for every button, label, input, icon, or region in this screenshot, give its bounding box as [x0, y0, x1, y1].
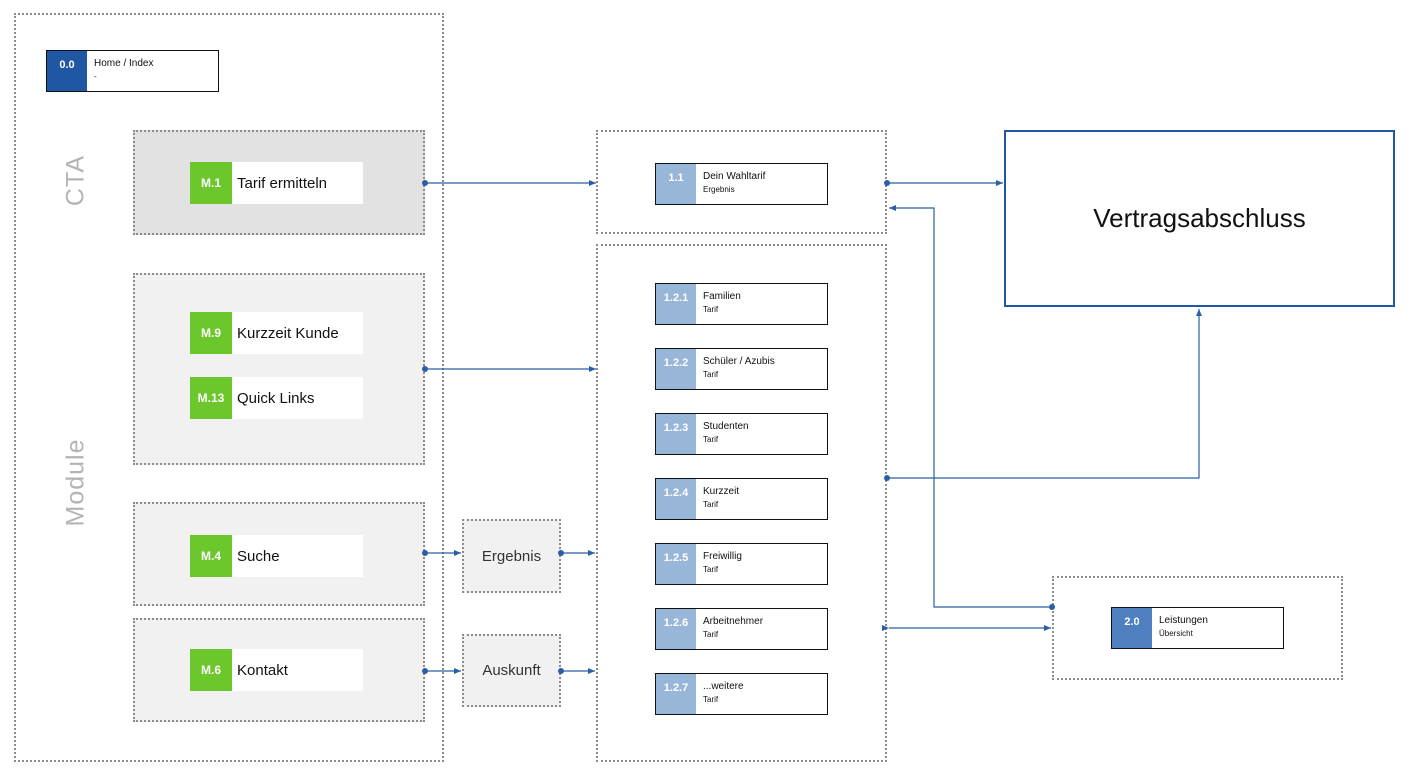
tariff-subtitle: Tarif [703, 500, 719, 509]
module-m13[interactable]: M.13 Quick Links [190, 377, 363, 419]
home-title: Home / Index [94, 58, 154, 69]
tariff-code: 1.2.5 [656, 544, 696, 584]
home-card[interactable]: 0.0 Home / Index - [46, 50, 219, 92]
result-card[interactable]: 1.1 Dein Wahltarif Ergebnis [655, 163, 828, 205]
benefits-subtitle: Übersicht [1159, 629, 1193, 638]
tariff-subtitle: Tarif [703, 370, 719, 379]
home-code: 0.0 [47, 51, 87, 91]
tariff-subtitle: Tarif [703, 695, 719, 704]
benefits-card[interactable]: 2.0 Leistungen Übersicht [1111, 607, 1284, 649]
module-label: Kontakt [237, 661, 288, 679]
tariff-subtitle: Tarif [703, 565, 719, 574]
module-m9[interactable]: M.9 Kurzzeit Kunde [190, 312, 363, 354]
tariff-title: Schüler / Azubis [703, 356, 775, 367]
result-subtitle: Ergebnis [703, 185, 735, 194]
tariff-title: Studenten [703, 421, 749, 432]
contract-box[interactable]: Vertragsabschluss [1004, 130, 1395, 307]
tariff-title: Kurzzeit [703, 486, 740, 497]
benefits-container [1052, 576, 1343, 680]
tariff-subtitle: Tarif [703, 435, 719, 444]
benefits-code: 2.0 [1112, 608, 1152, 648]
tariff-code: 1.2.4 [656, 479, 696, 519]
module-label: Quick Links [237, 389, 315, 407]
tariff-title: Familien [703, 291, 741, 302]
tariff-code: 1.2.7 [656, 674, 696, 714]
connector-benefits-result [889, 205, 1052, 608]
module-m4[interactable]: M.4 Suche [190, 535, 363, 577]
module-code: M.9 [190, 312, 232, 354]
tariff-title: ...weitere [703, 681, 744, 692]
left-container [14, 13, 444, 762]
tariffs-container [596, 244, 887, 762]
auskunft-box[interactable]: Auskunft [462, 634, 561, 707]
tariff-code: 1.2.1 [656, 284, 696, 324]
tariff-title: Arbeitnehmer [703, 616, 764, 627]
result-title: Dein Wahltarif [703, 171, 766, 182]
ergebnis-box[interactable]: Ergebnis [462, 519, 561, 593]
module-code: M.13 [190, 377, 232, 419]
module-code: M.4 [190, 535, 232, 577]
home-subtitle: - [94, 72, 97, 81]
module-group-1 [133, 273, 425, 465]
module-label: Kurzzeit Kunde [237, 324, 339, 342]
tariff-title: Freiwillig [703, 551, 742, 562]
benefits-title: Leistungen [1159, 615, 1208, 626]
tariff-subtitle: Tarif [703, 305, 719, 314]
tariff-code: 1.2.6 [656, 609, 696, 649]
tariff-subtitle: Tarif [703, 630, 719, 639]
module-label: Tarif ermitteln [237, 174, 328, 192]
module-m1[interactable]: M.1 Tarif ermitteln [190, 162, 363, 204]
module-label: Suche [237, 547, 280, 565]
connector-tariffs-contract [887, 309, 1202, 479]
module-code: M.6 [190, 649, 232, 691]
module-m6[interactable]: M.6 Kontakt [190, 649, 363, 691]
module-code: M.1 [190, 162, 232, 204]
tariff-code: 1.2.3 [656, 414, 696, 454]
result-code: 1.1 [656, 164, 696, 204]
tariff-code: 1.2.2 [656, 349, 696, 389]
